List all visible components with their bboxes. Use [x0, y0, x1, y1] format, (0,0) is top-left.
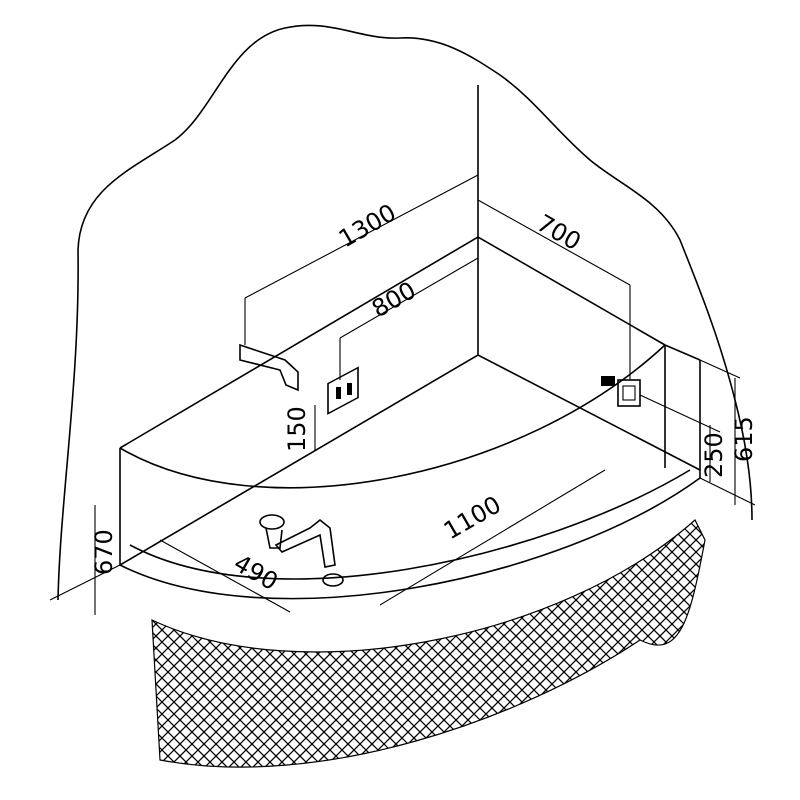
dimension-lines — [49, 174, 756, 615]
dim-label-670: 670 — [90, 529, 118, 575]
wall-spout-icon — [239, 343, 299, 392]
dim-label-1100: 1100 — [439, 490, 506, 545]
mixer-valve-icon — [327, 366, 359, 415]
dim-label-1300: 1300 — [334, 198, 401, 253]
drain-overflow-icon — [259, 514, 344, 587]
side-jet-icon — [601, 376, 641, 407]
wall-outline — [57, 24, 753, 601]
bathtub-body — [119, 236, 701, 600]
dim-label-800: 800 — [367, 276, 421, 323]
dim-label-700: 700 — [532, 209, 586, 256]
bathtub-skirt-panel — [151, 519, 706, 768]
dim-label-615: 615 — [730, 416, 758, 462]
dim-label-150: 150 — [283, 406, 311, 452]
dim-label-250: 250 — [700, 432, 728, 478]
dim-label-490: 490 — [229, 549, 283, 596]
